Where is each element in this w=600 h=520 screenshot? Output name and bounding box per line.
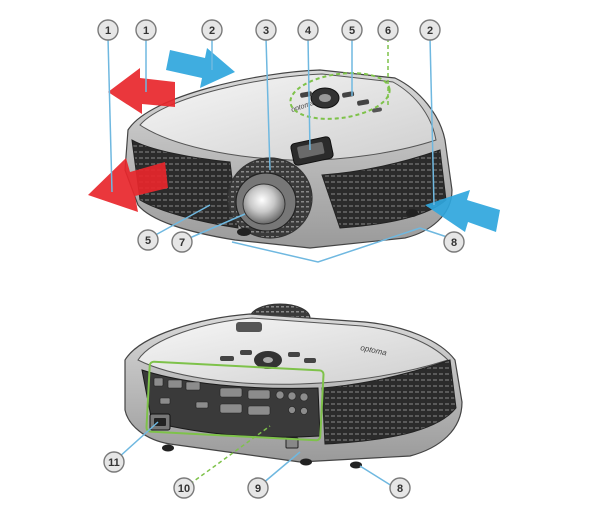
svg-text:11: 11 (108, 457, 120, 469)
svg-text:8: 8 (451, 237, 457, 249)
callout-9: 9 (247, 477, 269, 499)
feet-bracket (231, 227, 421, 263)
rear-foot-right (350, 461, 362, 469)
io-ports (153, 377, 309, 416)
intake-arrow-upper (166, 48, 235, 88)
callout-5-side: 5 (137, 229, 159, 251)
callout-2-left: 2 (201, 19, 223, 41)
callout-6: 6 (377, 19, 399, 41)
callout-8-bottom: 8 (389, 477, 411, 499)
left-side-vent (131, 139, 239, 229)
callout-3: 3 (255, 19, 277, 41)
callouts: 1 1 2 3 4 5 6 2 (97, 19, 465, 499)
callout-2-right: 2 (419, 19, 441, 41)
svg-text:10: 10 (178, 483, 190, 495)
svg-text:4: 4 (305, 25, 312, 37)
callout-10: 10 (173, 477, 195, 499)
svg-text:5: 5 (145, 235, 151, 247)
svg-text:7: 7 (179, 237, 185, 249)
front-foot-right (406, 209, 418, 217)
rear-foot-left (162, 444, 174, 452)
rear-projector-top-surface (137, 317, 449, 385)
io-panel-highlight (145, 360, 325, 442)
svg-text:6: 6 (385, 25, 391, 37)
svg-text:2: 2 (209, 25, 215, 37)
intake-arrow-lower (425, 190, 500, 232)
svg-text:5: 5 (349, 25, 355, 37)
projection-lens (242, 183, 286, 225)
leader-lines-bottom (117, 421, 393, 487)
svg-text:3: 3 (263, 25, 269, 37)
front-foot-left (237, 228, 251, 236)
svg-text:1: 1 (105, 25, 111, 37)
rear-right-vent (321, 359, 457, 445)
exhaust-arrow-upper (108, 68, 175, 114)
exhaust-arrows (88, 68, 175, 212)
callout-7: 7 (171, 231, 193, 253)
rear-control-panel (220, 322, 316, 369)
callout-1-left: 1 (97, 19, 119, 41)
callout-8-top: 8 (443, 231, 465, 253)
svg-text:1: 1 (143, 25, 149, 37)
svg-text:8: 8 (397, 483, 403, 495)
rear-foot-mid (300, 458, 312, 466)
callout-5-top: 5 (341, 19, 363, 41)
svg-text:2: 2 (427, 25, 433, 37)
front-projector-top-surface (139, 73, 437, 161)
security-slot (285, 437, 299, 449)
callout-1-right: 1 (135, 19, 157, 41)
leader-10 (189, 425, 271, 485)
exhaust-arrow-lower (88, 158, 168, 212)
callout-11: 11 (103, 451, 125, 473)
control-panel-highlight (289, 72, 391, 120)
svg-text:9: 9 (255, 483, 261, 495)
intake-arrows (166, 48, 500, 232)
right-side-vent (321, 149, 447, 229)
front-projector: optoma (124, 69, 453, 249)
callout-4: 4 (297, 19, 319, 41)
rear-projector: optoma (124, 303, 463, 469)
